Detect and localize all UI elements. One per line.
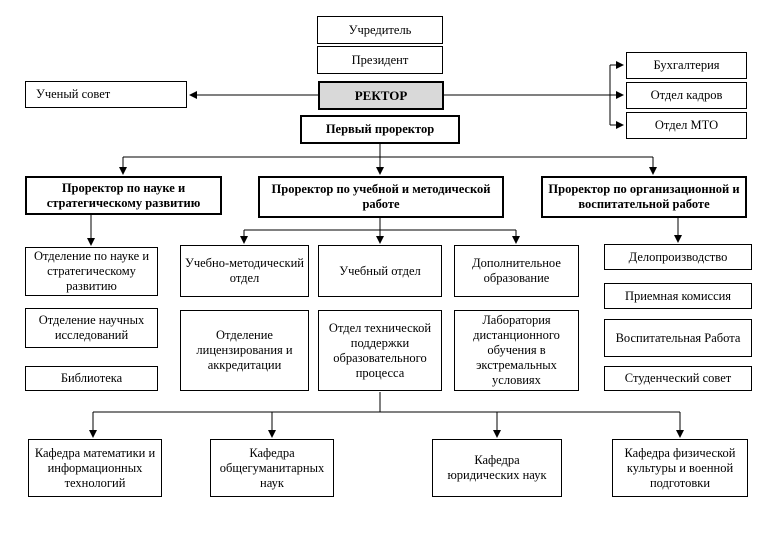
records-office-box: Делопроизводство (604, 244, 752, 270)
vice-rector-academic-box: Проректор по учебной и методической рабо… (258, 176, 504, 218)
student-council-box: Студенческий совет (604, 366, 752, 391)
hr-department-box: Отдел кадров (626, 82, 747, 109)
tech-support-dept-box: Отдел технической поддержки образователь… (318, 310, 442, 391)
research-division-box: Отделение научных исследований (25, 308, 158, 348)
additional-education-box: Дополнительное образование (454, 245, 579, 297)
science-division-box: Отделение по науке и стратегическому раз… (25, 247, 158, 296)
chair-humanities-box: Кафедра общегуманитарных наук (210, 439, 334, 497)
library-box: Библиотека (25, 366, 158, 391)
first-vice-rector-box: Первый проректор (300, 115, 460, 144)
rector-box: РЕКТОР (318, 81, 444, 110)
distance-lab-box: Лаборатория дистанционного обучения в эк… (454, 310, 579, 391)
licensing-dept-box: Отделение лицензирования и аккредитации (180, 310, 309, 391)
admissions-box: Приемная комиссия (604, 283, 752, 309)
accounting-box: Бухгалтерия (626, 52, 747, 79)
chair-pe-box: Кафедра физической культуры и военной по… (612, 439, 748, 497)
academic-council-box: Ученый совет (25, 81, 187, 108)
vice-rector-organizational-box: Проректор по организационной и воспитате… (541, 176, 747, 218)
chair-math-box: Кафедра математики и информационных техн… (28, 439, 162, 497)
educational-work-box: Воспитательная Работа (604, 319, 752, 357)
vice-rector-science-box: Проректор по науке и стратегическому раз… (25, 176, 222, 215)
mto-department-box: Отдел МТО (626, 112, 747, 139)
academic-dept-box: Учебный отдел (318, 245, 442, 297)
president-box: Президент (317, 46, 443, 74)
methodical-dept-box: Учебно-методический отдел (180, 245, 309, 297)
founder-box: Учредитель (317, 16, 443, 44)
chair-law-box: Кафедра юридических наук (432, 439, 562, 497)
